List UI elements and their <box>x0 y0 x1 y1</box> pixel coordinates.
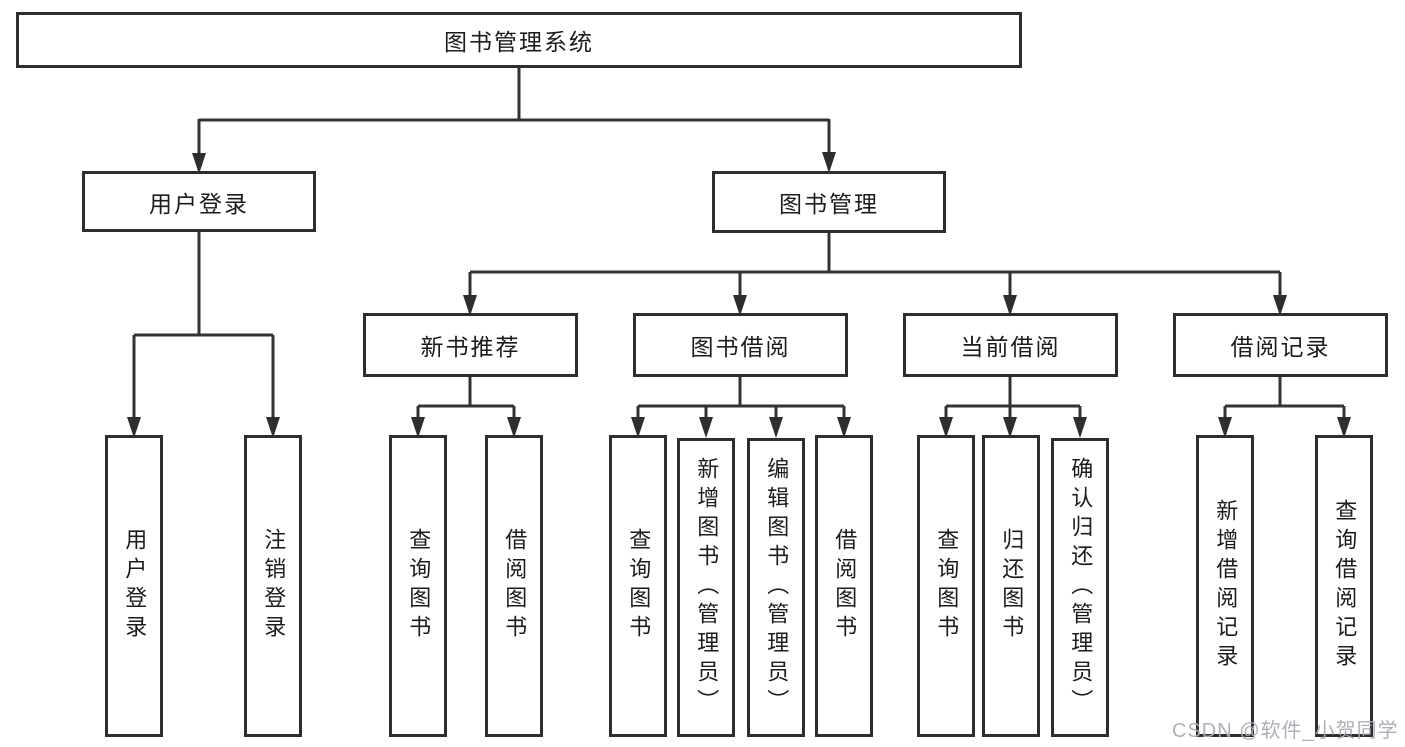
leaf-logout-label: 注销登录 <box>261 528 287 644</box>
node-book-borrow: 图书借阅 <box>633 313 848 377</box>
node-library-system: 图书管理系统 <box>16 12 1022 68</box>
node-borrow-records: 借阅记录 <box>1173 313 1388 377</box>
leaf-add-borrow-record-label: 新增借阅记录 <box>1213 499 1239 673</box>
leaf-logout: 注销登录 <box>244 435 302 737</box>
arrowhead <box>631 417 645 438</box>
arrowhead <box>939 417 953 438</box>
arrowhead <box>127 417 141 438</box>
node-library-system-label: 图书管理系统 <box>444 29 594 55</box>
arrowhead <box>699 417 713 438</box>
leaf-add-book-admin: 新增图书（管理员） <box>677 438 735 737</box>
leaf-query-borrow-record-label: 查询借阅记录 <box>1332 499 1358 673</box>
leaf-query-books-current: 查询图书 <box>917 435 975 737</box>
node-current-borrow-label: 当前借阅 <box>960 334 1061 360</box>
leaf-return-books: 归还图书 <box>982 435 1040 737</box>
leaf-confirm-return-admin-label: 确认归还（管理员） <box>1068 457 1094 718</box>
arrowhead <box>1003 417 1017 438</box>
node-new-book-recommend-label: 新书推荐 <box>420 334 521 360</box>
arrowhead <box>1337 417 1351 438</box>
arrowhead <box>266 417 280 438</box>
leaf-return-books-label: 归还图书 <box>999 528 1025 644</box>
node-borrow-records-label: 借阅记录 <box>1230 334 1331 360</box>
csdn-watermark: CSDN @软件_小贺同学 <box>1172 720 1399 742</box>
leaf-query-books-borrow-label: 查询图书 <box>626 528 652 644</box>
leaf-borrow-books-recommend: 借阅图书 <box>485 435 543 737</box>
leaf-query-books-borrow: 查询图书 <box>609 435 667 737</box>
arrowhead <box>507 417 521 438</box>
leaf-borrow-books-recommend-label: 借阅图书 <box>502 528 528 644</box>
leaf-user-login-label: 用户登录 <box>122 528 148 644</box>
arrowhead <box>1218 417 1232 438</box>
arrowhead <box>192 153 206 174</box>
leaf-query-books-current-label: 查询图书 <box>934 528 960 644</box>
leaf-edit-book-admin-label: 编辑图书（管理员） <box>764 457 790 718</box>
node-new-book-recommend: 新书推荐 <box>363 313 578 377</box>
leaf-query-books-recommend-label: 查询图书 <box>406 528 432 644</box>
arrowhead <box>1073 417 1087 438</box>
node-current-borrow: 当前借阅 <box>903 313 1118 377</box>
arrowhead <box>1273 295 1287 316</box>
node-book-borrow-label: 图书借阅 <box>690 334 791 360</box>
leaf-borrow-books-borrow-label: 借阅图书 <box>832 528 858 644</box>
leaf-borrow-books-borrow: 借阅图书 <box>815 435 873 737</box>
node-book-management-label: 图书管理 <box>779 191 879 217</box>
arrowhead <box>411 417 425 438</box>
leaf-query-books-recommend: 查询图书 <box>389 435 447 737</box>
node-user-login: 用户登录 <box>82 171 316 232</box>
leaf-add-book-admin-label: 新增图书（管理员） <box>694 457 720 718</box>
arrowhead <box>733 295 747 316</box>
node-book-management: 图书管理 <box>712 171 946 233</box>
leaf-confirm-return-admin: 确认归还（管理员） <box>1051 438 1109 737</box>
node-user-login-label: 用户登录 <box>149 190 249 217</box>
arrowhead <box>1003 295 1017 316</box>
leaf-edit-book-admin: 编辑图书（管理员） <box>747 438 805 737</box>
arrowhead <box>837 417 851 438</box>
leaf-add-borrow-record: 新增借阅记录 <box>1196 435 1254 737</box>
arrowheads <box>127 152 1351 438</box>
arrowhead <box>769 417 783 438</box>
arrowhead <box>822 152 836 173</box>
leaf-user-login: 用户登录 <box>105 435 163 737</box>
arrowhead <box>463 295 477 316</box>
leaf-query-borrow-record: 查询借阅记录 <box>1315 435 1373 737</box>
